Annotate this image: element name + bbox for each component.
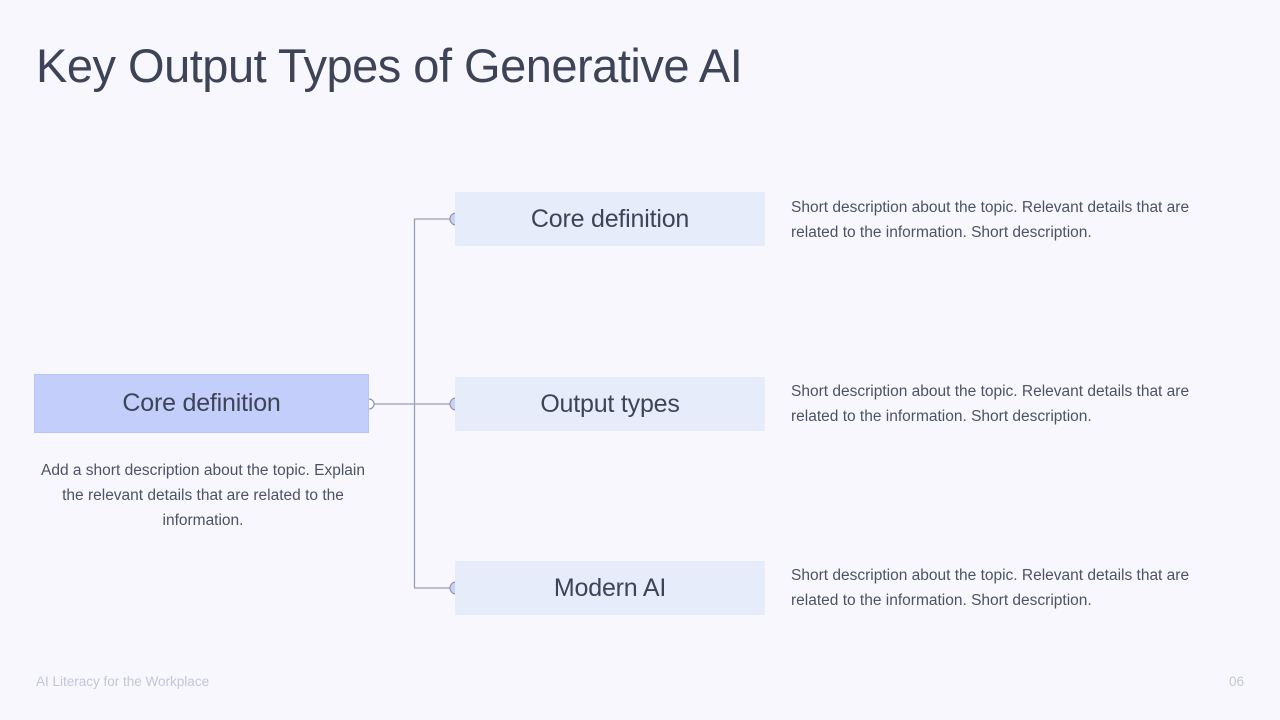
- root-node[interactable]: Core definition: [34, 374, 369, 433]
- branch-card-1-label: Core definition: [530, 204, 690, 233]
- root-node-label: Core definition: [122, 389, 281, 417]
- branch-card-3[interactable]: Modern AI: [455, 561, 765, 615]
- branch-description-2: Short description about the topic. Relev…: [791, 383, 1190, 425]
- root-node-description: Add a short description about the topic.…: [41, 462, 365, 529]
- branch-card-2[interactable]: Output types: [455, 377, 765, 431]
- branch-description-1: Short description about the topic. Relev…: [791, 199, 1190, 241]
- branch-description-3: Short description about the topic. Relev…: [791, 567, 1190, 609]
- branch-card-2-label: Output types: [540, 389, 680, 418]
- footer-page-number: 06: [1228, 674, 1244, 689]
- branch-card-3-label: Modern AI: [553, 573, 667, 602]
- page-title: Key Output Types of Generative AI: [36, 39, 743, 92]
- branch-card-1[interactable]: Core definition: [455, 192, 765, 246]
- footer-label: AI Literacy for the Workplace: [36, 674, 210, 689]
